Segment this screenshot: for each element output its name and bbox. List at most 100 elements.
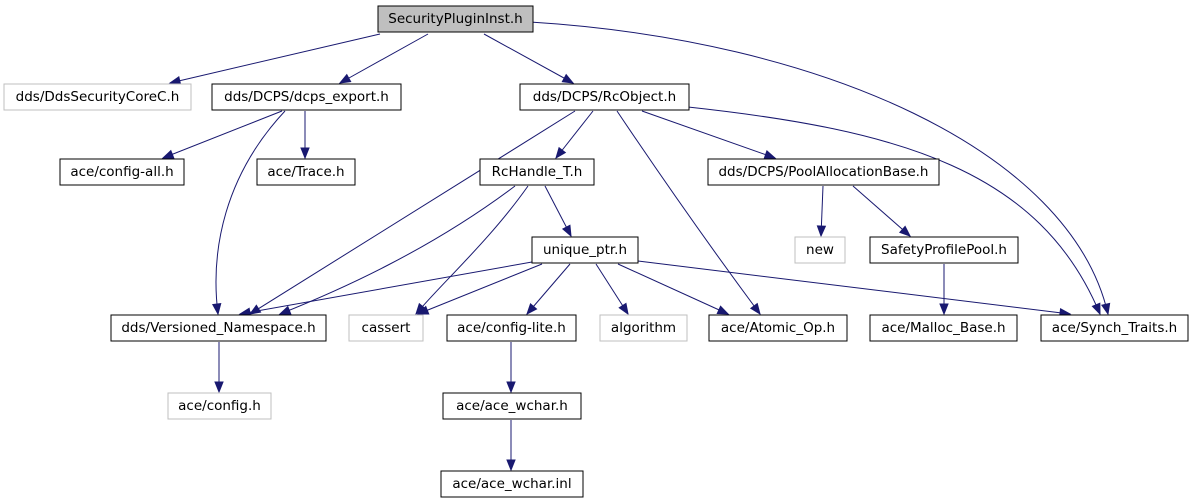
node-export[interactable]: dds/DCPS/dcps_export.h [211, 83, 402, 111]
edge-arrowhead [526, 302, 538, 316]
node-box [479, 158, 595, 186]
edge-arrowhead [506, 381, 516, 394]
edge-line [637, 260, 1071, 315]
edge-line [239, 261, 533, 315]
edge-arrowhead [816, 225, 827, 238]
edge-export-to-versioned [211, 110, 286, 316]
node-config: ace/config.h [167, 392, 272, 420]
edge-line [162, 110, 283, 159]
node-atomic[interactable]: ace/Atomic_Op.h [708, 314, 848, 342]
node-root[interactable]: SecurityPluginInst.h [377, 5, 534, 33]
edge-rcobject-to-synch [687, 106, 1101, 316]
node-configall[interactable]: ace/config-all.h [59, 158, 185, 186]
edge-arrowhead [561, 224, 572, 238]
node-box [256, 158, 356, 186]
edge-line [417, 263, 543, 315]
edge-uniqueptr-to-configlite [526, 263, 571, 316]
edge-arrowhead [278, 305, 292, 315]
edge-line [249, 110, 576, 315]
edges-layer [161, 21, 1111, 472]
edge-arrowhead [716, 305, 730, 315]
node-box [531, 236, 639, 264]
node-wchar[interactable]: ace/ace_wchar.h [442, 392, 582, 420]
edge-wchar-to-wcharinl [506, 420, 516, 472]
edge-rcobject-to-rchandle [555, 110, 594, 160]
edge-arrowhead [1091, 302, 1101, 316]
node-label: ace/config-lite.h [457, 320, 566, 336]
edge-arrowhead [211, 302, 222, 316]
edge-export-to-trace [300, 111, 310, 160]
node-label: ace/ace_wchar.inl [452, 476, 571, 492]
node-box [708, 314, 848, 342]
node-label: ace/Malloc_Base.h [881, 320, 1005, 336]
node-box [167, 392, 272, 420]
edge-line [641, 110, 776, 159]
node-wcharinl[interactable]: ace/ace_wchar.inl [440, 470, 584, 498]
node-label: ace/Atomic_Op.h [721, 320, 835, 336]
edge-uniqueptr-to-versioned [238, 261, 533, 317]
edge-versioned-to-config [214, 342, 224, 394]
node-box [519, 83, 690, 111]
edge-arrowhead [561, 73, 575, 84]
node-malloc[interactable]: ace/Malloc_Base.h [869, 314, 1018, 342]
edge-configlite-to-wchar [506, 342, 516, 394]
edge-uniqueptr-to-atomic [617, 263, 730, 315]
edge-line [526, 263, 571, 315]
node-box [211, 83, 402, 111]
edge-uniqueptr-to-synch [637, 260, 1072, 318]
node-rchandle[interactable]: RcHandle_T.h [479, 158, 595, 186]
node-label: dds/Versioned_Namespace.h [121, 320, 315, 336]
edge-safety-to-malloc [939, 264, 949, 316]
nodes-layer: SecurityPluginInst.h dds/DdsSecurityCoreC… [3, 5, 1189, 498]
node-label: dds/DCPS/PoolAllocationBase.h [718, 164, 928, 180]
edge-rchandle-to-versioned [278, 185, 516, 315]
edge-rcobject-to-atomic [616, 110, 761, 316]
node-box [3, 83, 192, 111]
node-label: unique_ptr.h [543, 242, 627, 258]
node-label: ace/config-all.h [70, 164, 173, 180]
edge-arrowhead [1101, 302, 1111, 316]
edge-rchandle-to-cassert [415, 185, 529, 316]
node-rcobject[interactable]: dds/DCPS/RcObject.h [519, 83, 690, 111]
node-box [1040, 314, 1189, 342]
node-trace[interactable]: ace/Trace.h [256, 158, 356, 186]
edge-line [215, 110, 286, 315]
node-uniqueptr[interactable]: unique_ptr.h [531, 236, 639, 264]
edge-line [279, 185, 516, 315]
node-configlite[interactable]: ace/config-lite.h [446, 314, 577, 342]
node-label: dds/DdsSecurityCoreC.h [16, 89, 180, 105]
node-box [599, 314, 688, 342]
edge-arrowhead [248, 304, 262, 315]
node-label: ace/Trace.h [267, 164, 344, 180]
edge-arrowhead [618, 302, 629, 316]
edge-arrowhead [763, 150, 777, 159]
node-box [794, 236, 846, 264]
node-algorithm: algorithm [599, 314, 688, 342]
node-label: ace/Synch_Traits.h [1052, 320, 1177, 336]
node-versioned[interactable]: dds/Versioned_Namespace.h [110, 314, 327, 342]
node-box [377, 5, 534, 33]
edge-poolalloc-to-new [816, 185, 827, 238]
node-cassert: cassert [348, 314, 424, 342]
edge-arrowhead [506, 459, 516, 472]
node-box [869, 236, 1019, 264]
node-label: new [806, 242, 834, 258]
node-label: algorithm [611, 320, 676, 336]
node-safety[interactable]: SafetyProfilePool.h [869, 236, 1019, 264]
edge-line [529, 21, 1109, 315]
edge-line [169, 33, 381, 84]
node-poolalloc[interactable]: dds/DCPS/PoolAllocationBase.h [707, 158, 940, 186]
node-box [707, 158, 940, 186]
node-label: ace/config.h [178, 398, 261, 414]
edge-arrowhead [555, 146, 567, 160]
node-label: ace/ace_wchar.h [456, 398, 568, 414]
edge-line [617, 263, 729, 315]
node-label: cassert [362, 320, 411, 336]
node-label: dds/DCPS/RcObject.h [533, 89, 676, 105]
edge-line [852, 185, 911, 237]
edge-root-to-synch [529, 21, 1111, 316]
node-synch[interactable]: ace/Synch_Traits.h [1040, 314, 1189, 342]
edge-root-to-rcobject [483, 33, 575, 84]
node-box [348, 314, 424, 342]
node-label: dds/DCPS/dcps_export.h [224, 89, 389, 105]
